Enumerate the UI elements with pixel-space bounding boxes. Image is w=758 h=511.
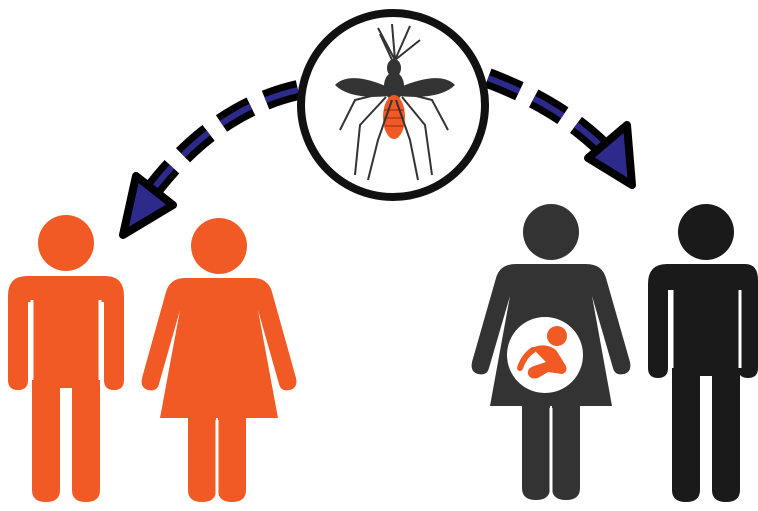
right-arrow (488, 78, 632, 185)
left-arrow (123, 90, 298, 235)
fetus-icon (507, 317, 583, 393)
mosquito-icon (301, 13, 485, 197)
woman-icon-left (142, 218, 297, 502)
